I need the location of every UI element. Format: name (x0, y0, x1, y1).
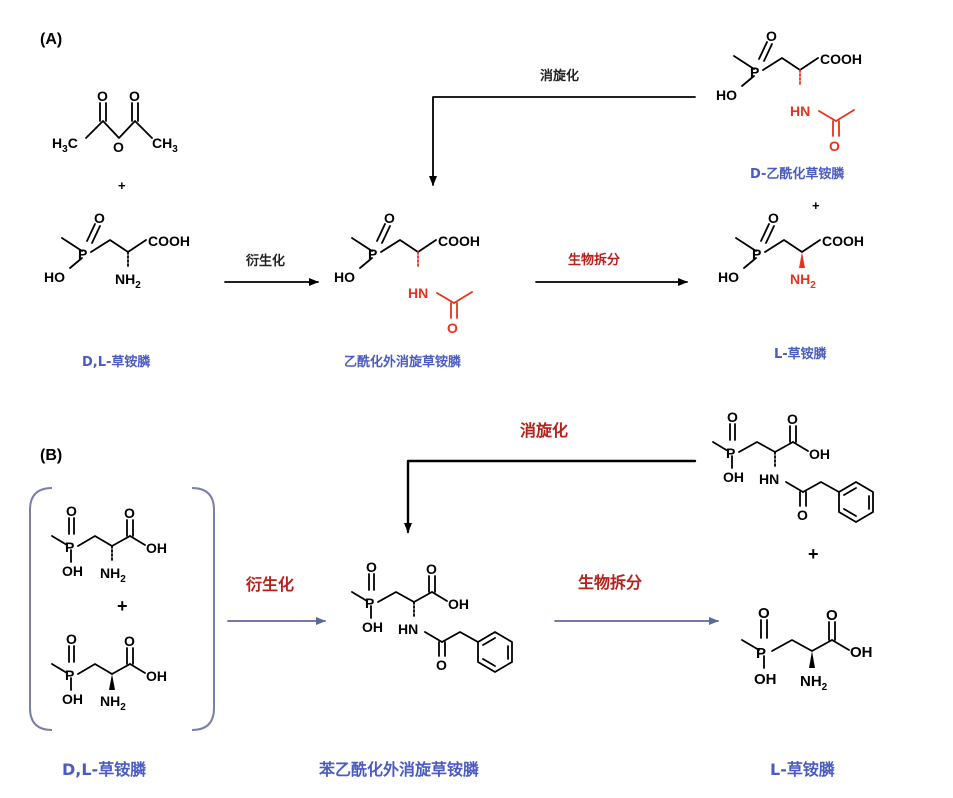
atom-o: O (124, 505, 135, 521)
atom-o: O (766, 28, 777, 44)
atom-hn: HN (398, 621, 418, 637)
atom-o: O (436, 657, 447, 673)
atom-o: O (829, 138, 840, 154)
step-label-derivatization-a: 衍生化 (245, 253, 285, 269)
label-dl-glufosinate-a: D,L-草铵膦 (82, 354, 150, 370)
atom-o: O (826, 607, 838, 624)
atom-p: P (756, 645, 766, 662)
plus-sign: + (812, 198, 820, 213)
label-d-acetyl-glufosinate: D-乙酰化草铵膦 (750, 166, 844, 182)
label-l-glufosinate-a: L-草铵膦 (774, 346, 827, 362)
step-label-racemization-a: 消旋化 (540, 68, 579, 84)
d-acetyl-glufosinate-structure: P O HO COOH HN O (716, 28, 862, 154)
atom-o: O (447, 320, 458, 336)
atom-o: O (124, 633, 135, 649)
atom-o: O (758, 605, 770, 622)
step-label-derivatization-b: 衍生化 (245, 575, 294, 594)
n-phenylacetyl-racemic-glufosinate-structure: P O OH O OH HN O (351, 559, 513, 673)
atom-oh: OH (62, 691, 83, 707)
d-glufosinate-structure-b: P O OH O OH NH2 (51, 503, 167, 585)
atom-oh: OH (448, 596, 469, 612)
atom-nh2: NH2 (800, 673, 828, 693)
atom-nh2: NH2 (115, 271, 141, 291)
plus-sign: + (118, 178, 126, 193)
step-label-resolution-b: 生物拆分 (578, 573, 642, 592)
acetic-anhydride-structure: O O O H3C CH3 (52, 88, 178, 155)
atom-cooh: COOH (822, 233, 864, 249)
atom-o: O (727, 409, 738, 425)
atom-o: O (129, 88, 140, 104)
atom-oh: OH (146, 668, 167, 684)
atom-nh2: NH2 (100, 565, 126, 585)
n-acetyl-racemic-glufosinate-structure: P O HO COOH HN O (334, 210, 480, 336)
label-dl-glufosinate-b: D,L-草铵膦 (62, 760, 146, 779)
atom-p: P (726, 445, 735, 461)
atom-p: P (78, 246, 87, 262)
atom-o: O (113, 139, 124, 155)
atom-o: O (97, 88, 108, 104)
atom-p: P (752, 246, 761, 262)
atom-hn: HN (790, 103, 810, 119)
atom-o: O (366, 559, 377, 575)
atom-o: O (94, 210, 105, 226)
atom-cooh: COOH (438, 233, 480, 249)
plus-sign: + (808, 544, 819, 564)
atom-p: P (365, 595, 374, 611)
atom-ho: HO (334, 269, 355, 285)
l-glufosinate-structure-b-left: P O OH O OH NH2 (51, 631, 167, 713)
bracket-left (29, 487, 53, 731)
atom-ho: HO (718, 269, 739, 285)
atom-oh: OH (362, 619, 383, 635)
atom-o: O (66, 503, 77, 519)
atom-cooh: COOH (148, 233, 190, 249)
atom-oh: OH (723, 469, 744, 485)
atom-o: O (426, 561, 437, 577)
label-phenylacetyl-racemic-glufosinate: 苯乙酰化外消旋草铵膦 (318, 760, 479, 779)
dl-glufosinate-structure-a: P O HO COOH NH2 (44, 210, 190, 291)
label-l-glufosinate-b: L-草铵膦 (770, 760, 835, 779)
arrow-racemization-a (429, 96, 696, 186)
l-glufosinate-structure-a: P O HO COOH NH2 (718, 210, 864, 291)
atom-oh: OH (809, 446, 830, 462)
atom-p: P (368, 246, 377, 262)
bracket-right (191, 487, 215, 731)
panel-a-label: (A) (40, 31, 62, 48)
atom-o: O (787, 411, 798, 427)
atom-nh2: NH2 (100, 693, 126, 713)
atom-cooh: COOH (820, 51, 862, 67)
l-glufosinate-structure-b-right: P O OH O OH NH2 (741, 605, 873, 693)
atom-p: P (65, 667, 74, 683)
atom-oh: OH (62, 563, 83, 579)
label-acetyl-racemic-glufosinate: 乙酰化外消旋草铵膦 (344, 354, 461, 370)
arrow-racemization-b (404, 459, 697, 534)
atom-ho: HO (44, 269, 65, 285)
atom-hn: HN (759, 471, 779, 487)
atom-ch3: CH3 (152, 135, 178, 155)
atom-p: P (65, 539, 74, 555)
atom-o: O (384, 210, 395, 226)
step-label-resolution-a: 生物拆分 (568, 252, 620, 268)
atom-o: O (797, 507, 808, 523)
atom-hn: HN (408, 285, 428, 301)
atom-ho: HO (716, 87, 737, 103)
atom-h3c: H3C (52, 135, 78, 155)
atom-oh: OH (146, 540, 167, 556)
atom-o: O (66, 631, 77, 647)
atom-oh: OH (754, 671, 777, 688)
plus-sign: + (117, 596, 128, 616)
atom-p: P (750, 64, 759, 80)
panel-b-label: (B) (40, 447, 62, 464)
atom-oh: OH (850, 644, 873, 661)
step-label-racemization-b: 消旋化 (520, 421, 568, 440)
atom-nh2: NH2 (790, 271, 816, 291)
d-phenylacetyl-glufosinate-structure: P O OH O OH HN O (712, 409, 874, 523)
atom-o: O (768, 210, 779, 226)
